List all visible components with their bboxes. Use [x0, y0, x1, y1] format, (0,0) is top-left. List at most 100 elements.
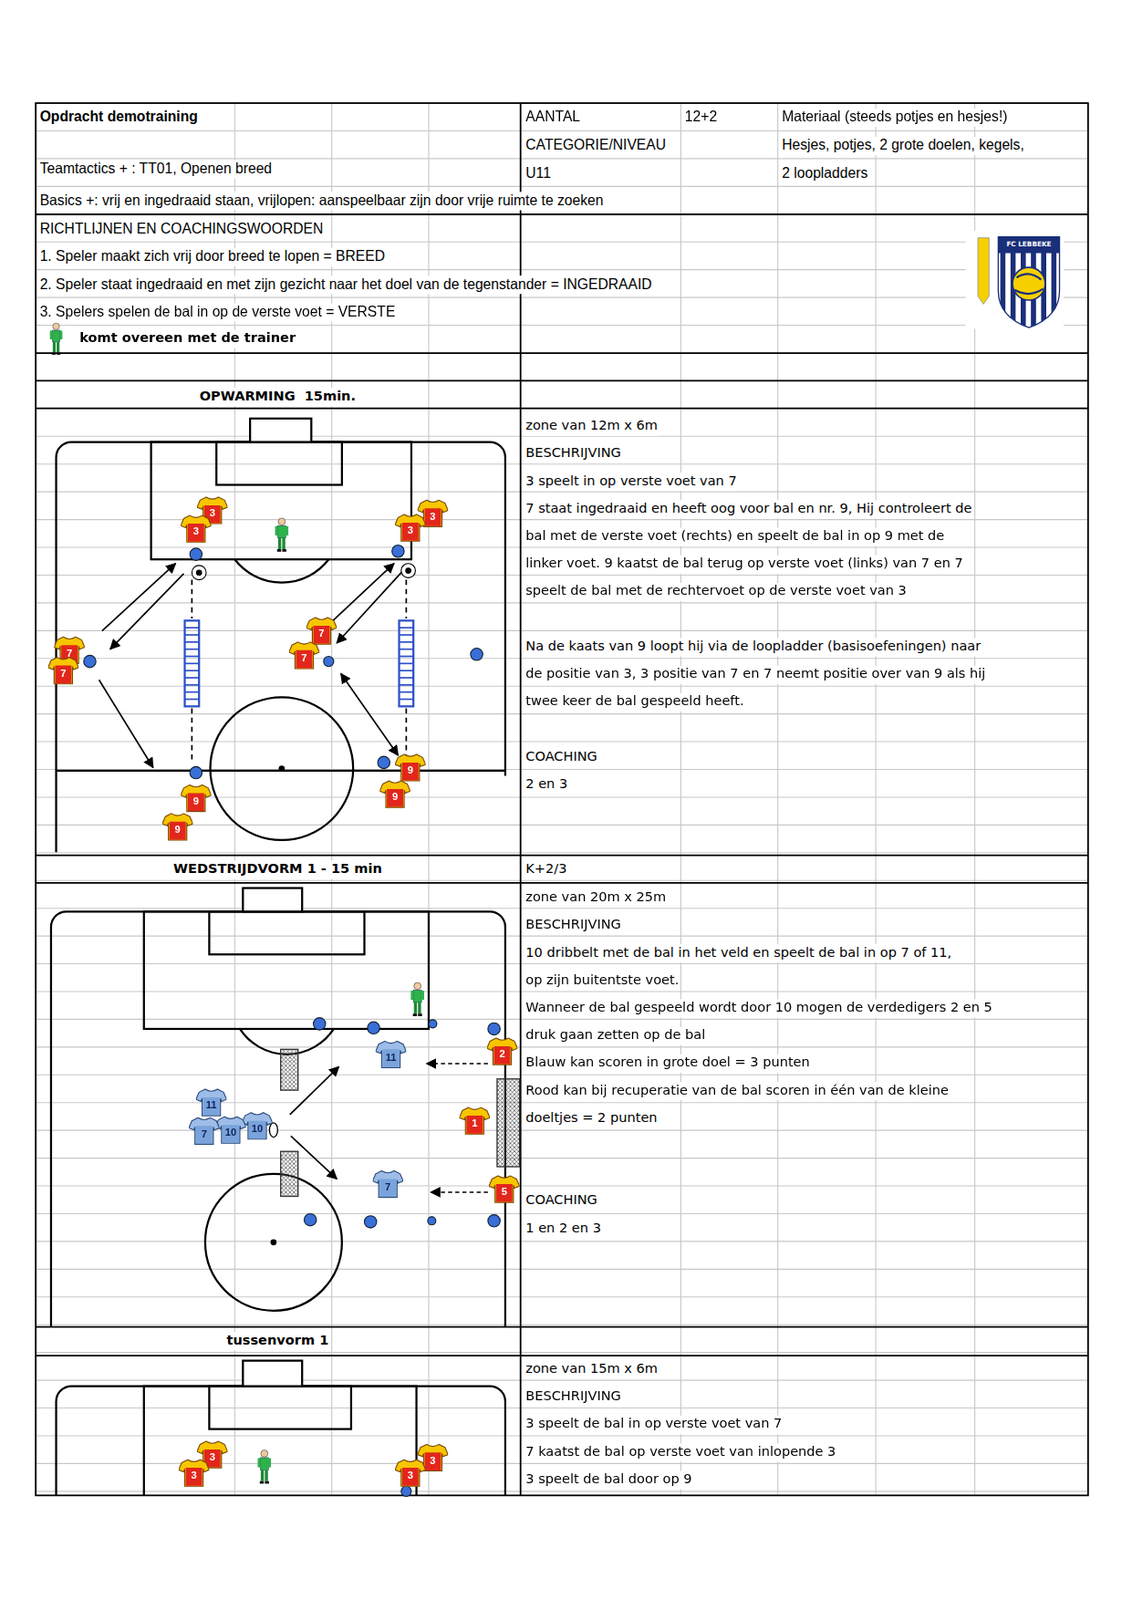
section-borders: [35, 103, 1089, 1496]
cell-text: COACHING: [524, 747, 599, 767]
cell-text: druk gaan zetten op de bal: [524, 1027, 707, 1046]
jersey-number: 9: [180, 783, 212, 808]
cone: [401, 1485, 412, 1496]
balls: [191, 563, 416, 581]
jersey-number: 3: [394, 1458, 426, 1483]
trainer-icon: [258, 1450, 272, 1485]
blue-jersey: 11: [375, 1039, 407, 1069]
cell-text: 2 loopladders: [780, 164, 869, 183]
cell-text: doeltjes = 2 punten: [524, 1109, 659, 1128]
blue-jersey: 10: [215, 1115, 247, 1144]
cell-text: 3 speelt de bal in op verste voet van 7: [524, 1415, 783, 1434]
red-jersey: 3: [394, 1458, 426, 1487]
cell-text: speelt de bal met de rechtervoet op de v…: [524, 582, 908, 602]
logo-text: FC LEBBEKE: [1005, 239, 1052, 250]
jersey-number: 7: [289, 641, 321, 665]
red-jersey: 9: [379, 779, 411, 809]
jersey-number: 7: [306, 616, 338, 641]
pitch-warmup: [56, 418, 506, 853]
cell-text: Hesjes, potjes, 2 grote doelen, kegels,: [780, 136, 1026, 156]
jersey-number: 10: [215, 1115, 247, 1140]
trainer-icon: [275, 518, 290, 552]
cell-text: Blauw kan scoren in grote doel = 3 punte…: [524, 1054, 811, 1073]
club-logo: [965, 230, 1064, 329]
cell-text: de positie van 3, 3 positie van 7 en 7 n…: [524, 665, 987, 685]
jersey-number: 9: [394, 753, 426, 778]
cell-text: zone van 15m x 6m: [524, 1360, 659, 1380]
cell-text: RICHTLIJNEN EN COACHINGSWOORDEN: [39, 220, 325, 239]
jersey-number: 2: [487, 1037, 519, 1061]
jersey-number: 3: [394, 513, 426, 538]
jersey-number: 1: [459, 1106, 491, 1131]
cell-text: 3 speelt de bal door op 9: [524, 1470, 693, 1489]
blue-jersey: 10: [241, 1111, 273, 1141]
red-jersey: 2: [487, 1037, 519, 1066]
jersey-number: 5: [488, 1174, 520, 1199]
jersey-number: 9: [379, 779, 411, 804]
cell-text: 12+2: [684, 108, 719, 127]
cell-text: AANTAL: [524, 108, 582, 127]
cell-text: Rood kan bij recuperatie van de bal scor…: [524, 1081, 950, 1101]
cell-text: Basics +: vrij en ingedraaid staan, vrij…: [39, 191, 605, 210]
cell-text: 3 speelt in op verste voet van 7: [524, 472, 738, 491]
ladders: [185, 620, 415, 707]
cell-text: Na de kaats van 9 loopt hij via de loopl…: [524, 637, 982, 656]
cell-text: op zijn buitentste voet.: [524, 971, 680, 990]
cell-text: K+2/3: [524, 860, 568, 879]
blue-jersey: 7: [372, 1169, 404, 1198]
cell-text: 7 staat ingedraaid en heeft oog voor bal…: [524, 499, 973, 519]
cell-text: komt overeen met de trainer: [78, 329, 297, 348]
cones: [303, 1017, 500, 1229]
cell-text: 3. Spelers spelen de bal in op de verste…: [39, 302, 397, 322]
red-jersey: 5: [488, 1174, 520, 1204]
section-header: WEDSTRIJDVORM 1 - 15 min: [172, 860, 384, 879]
jersey-number: 9: [162, 812, 194, 837]
pitch-match: [51, 888, 506, 1328]
blue-jersey: 7: [188, 1116, 220, 1145]
section-header: tussenvorm 1: [225, 1331, 330, 1351]
pitch-between: [56, 1360, 506, 1496]
cell-text: 2 en 3: [524, 775, 569, 794]
red-jersey: 9: [394, 753, 426, 782]
jersey-number: 7: [188, 1116, 220, 1141]
red-jersey: 1: [459, 1106, 491, 1135]
cell-text: COACHING: [524, 1192, 599, 1211]
cell-text: zone van 20m x 25m: [524, 889, 667, 908]
trainer-icon: [50, 322, 63, 355]
cell-text: BESCHRIJVING: [524, 445, 623, 464]
red-jersey: 9: [162, 812, 194, 842]
blue-jersey: 11: [196, 1088, 228, 1117]
jersey-number: 11: [375, 1039, 407, 1064]
cell-text: CATEGORIE/NIVEAU: [524, 136, 667, 156]
cell-text: Teamtactics + : TT01, Openen breed: [39, 160, 274, 179]
jersey-number: 3: [178, 1458, 210, 1483]
cell-text: 10 dribbelt met de bal in het veld en sp…: [524, 944, 953, 963]
ball: [269, 1122, 278, 1138]
cell-text: bal met de verste voet (rechts) en speel…: [524, 528, 946, 547]
cell-text: BESCHRIJVING: [524, 916, 623, 935]
trainer-icon: [410, 982, 425, 1017]
cell-text: 7 kaatst de bal op verste voet van inlop…: [524, 1443, 837, 1462]
jersey-number: 11: [196, 1088, 228, 1112]
section-header: OPWARMING 15min.: [198, 387, 358, 406]
run-lines: [191, 580, 406, 761]
red-jersey: 3: [178, 1458, 210, 1487]
jersey-number: 7: [48, 656, 80, 681]
cell-text: BESCHRIJVING: [524, 1388, 623, 1407]
cell-text: twee keer de bal gespeeld heeft.: [524, 693, 746, 712]
jersey-number: 7: [372, 1169, 404, 1194]
red-jersey: 7: [289, 641, 321, 670]
red-jersey: 3: [394, 513, 426, 542]
red-jersey: 7: [306, 616, 338, 645]
cell-text: 2. Speler staat ingedraaid en met zijn g…: [39, 275, 654, 294]
pass-arrows: [99, 563, 403, 769]
red-jersey: 7: [48, 656, 80, 686]
red-jersey: 9: [180, 783, 212, 812]
cell-text: zone van 12m x 6m: [524, 417, 659, 437]
jersey-number: 10: [241, 1111, 273, 1136]
cones: [83, 545, 484, 779]
cell-text: Materiaal (steeds potjes en hesjes!): [780, 108, 1009, 127]
cell-text: 1 en 2 en 3: [524, 1219, 603, 1238]
sheet-grid: [35, 103, 1089, 1496]
